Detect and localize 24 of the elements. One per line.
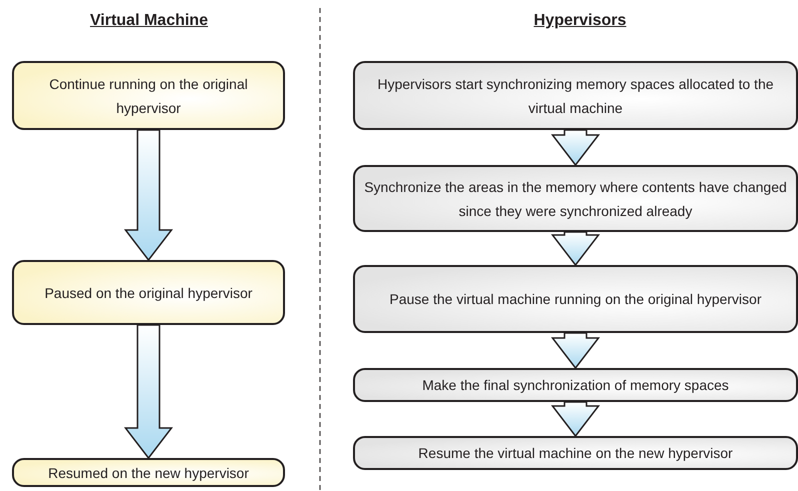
step-box (353, 165, 798, 232)
step-box (12, 458, 285, 487)
column-heading: Virtual Machine (90, 12, 208, 30)
step-box (12, 260, 285, 325)
step-text: Resume the virtual machine on the new hypervisor (418, 444, 733, 463)
step-text: Continue running on the original hypervisor (48, 74, 249, 118)
step-text: Hypervisors start synchronizing memory spaces allocated to the virtual machine (376, 74, 775, 118)
step-box (353, 368, 798, 402)
step-text: Make the final synchronization of memory spaces (422, 376, 729, 395)
block-arrow (550, 332, 600, 370)
column-heading: Hypervisors (534, 12, 626, 30)
step-text: Paused on the original hypervisor (44, 284, 252, 303)
step-text: Resumed on the new hypervisor (48, 464, 249, 483)
step-box (353, 61, 798, 130)
step-box (353, 265, 798, 333)
block-arrow (124, 129, 174, 262)
step-text: Pause the virtual machine running on the original hypervisor (390, 290, 762, 309)
block-arrow (550, 401, 600, 438)
block-arrow (550, 231, 600, 266)
step-box (12, 61, 285, 130)
step-box (353, 436, 798, 470)
step-text: Synchronize the areas in the memory where contents have changed since they were synchronized already (363, 178, 788, 221)
block-arrow (550, 129, 600, 166)
block-arrow (124, 324, 174, 460)
